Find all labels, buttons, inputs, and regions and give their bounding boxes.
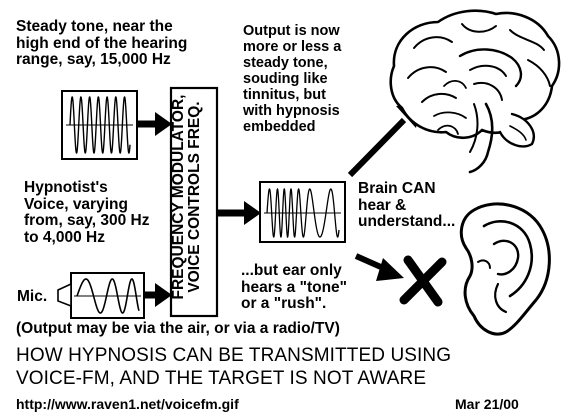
output-note-line: steady tone, (243, 54, 328, 71)
modulator-label-line: FREQUENCY MODULATOR, (170, 94, 187, 300)
mic-label: Mic. (17, 288, 48, 305)
microphone-icon (57, 282, 72, 308)
voice-note: Hypnotist's Voice, varying from, say, 30… (24, 179, 150, 247)
transmission-note: (Output may be via the air, or via a rad… (16, 320, 340, 337)
arrow-modulator-to-output (218, 201, 261, 225)
output-note-line: Output is now (243, 23, 340, 39)
voice-waveform (76, 278, 140, 314)
output-note-line: embedded (243, 118, 316, 135)
headline-line-1: HOW HYPNOSIS CAN BE TRANSMITTED USING (16, 345, 452, 366)
arrow-to-ear (354, 253, 404, 281)
brain-note-line: hear & (358, 196, 407, 214)
carrier-note-line: high end of the hearing (16, 34, 188, 52)
output-note-line: with hypnosis (243, 102, 340, 119)
voice-note-line: Hypnotist's (24, 179, 108, 196)
ear-note-line: ...but ear only (241, 262, 342, 279)
modulator-label: FREQUENCY MODULATOR, VOICE CONTROLS FREQ… (170, 82, 217, 312)
ear-icon (459, 202, 551, 336)
carrier-note-line: Steady tone, near the (16, 18, 173, 35)
brain-note: Brain CAN hear & understand... (358, 180, 456, 231)
brain-note-line: understand... (358, 213, 456, 231)
carrier-note-line: range, say, 15,000 Hz (16, 51, 171, 69)
arrow-voice-to-modulator (145, 283, 172, 307)
output-note-line: tinnitus, but (243, 86, 326, 103)
modulator-label-line: VOICE CONTROLS FREQ. (186, 101, 204, 293)
modulator-box (169, 86, 219, 318)
carrier-note: Steady tone, near the high end of the he… (16, 18, 188, 69)
output-waveform (266, 188, 340, 238)
voice-note-line: to 4,000 Hz (24, 229, 105, 247)
source-date: Mar 21/00 (455, 396, 519, 412)
source-url: http://www.raven1.net/voicefm.gif (16, 396, 239, 412)
arrow-carrier-to-modulator (138, 112, 172, 136)
brain-icon (389, 9, 561, 174)
carrier-waveform (69, 96, 131, 154)
brain-note-line: Brain CAN (358, 180, 436, 197)
output-note-line: more or less a (243, 38, 342, 55)
voice-note-line: from, say, 300 Hz (24, 212, 150, 230)
output-note: Output is now more or less a steady tone… (243, 23, 342, 136)
ear-note-line: hears a "tone" (241, 278, 348, 296)
ear-note-line: or a "rush". (241, 295, 327, 313)
output-note-line: souding like (243, 70, 328, 87)
voice-note-line: Voice, varying (24, 195, 128, 213)
headline-line-2: VOICE-FM, AND THE TARGET IS NOT AWARE (16, 368, 427, 389)
ear-note: ...but ear only hears a "tone" or a "rus… (241, 262, 348, 313)
blocked-x-mark (399, 255, 447, 307)
